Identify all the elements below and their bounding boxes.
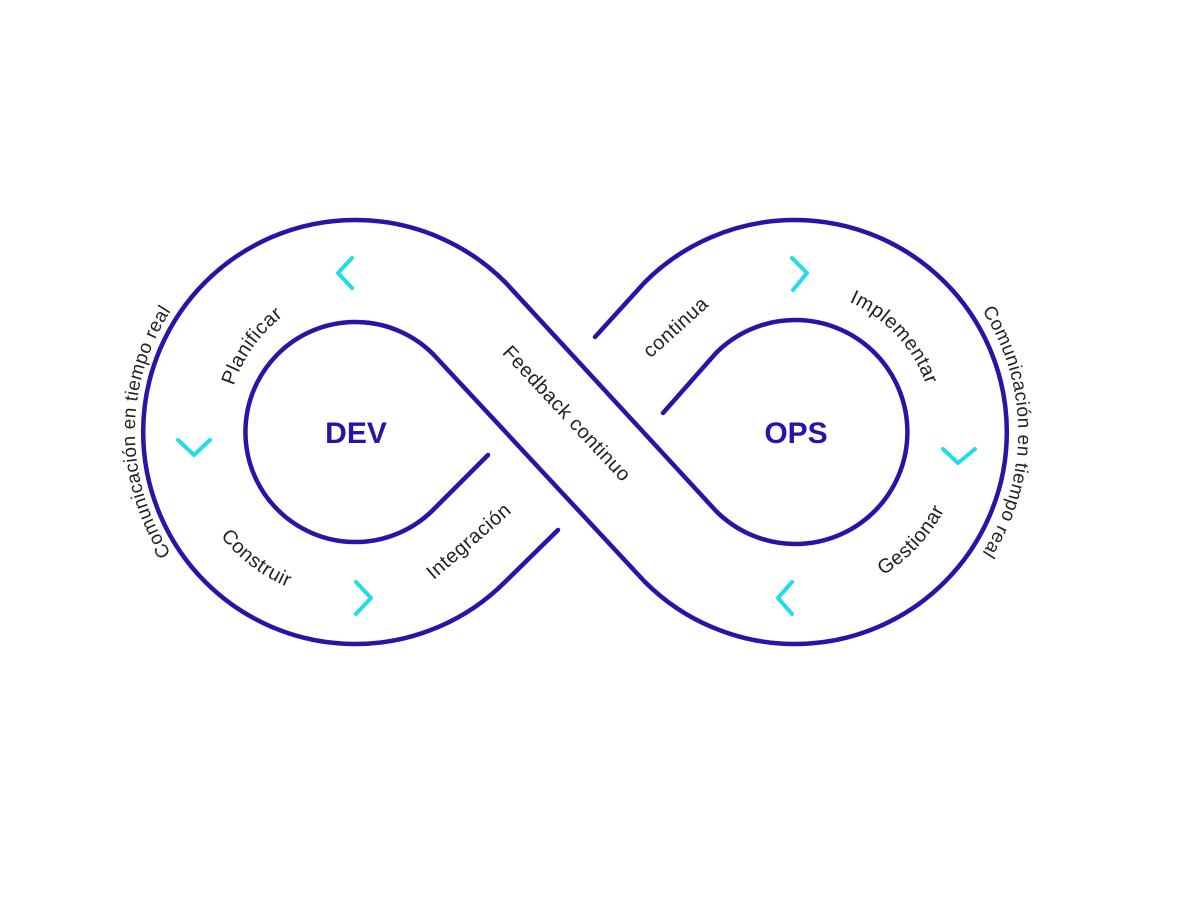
ops-label: OPS <box>764 417 827 450</box>
stage-deploy-label: Implementar <box>847 286 942 387</box>
stage-build-label: Construir <box>217 525 295 592</box>
chevron-left-icon <box>776 580 794 616</box>
stage-feedback-label: Feedback continuo <box>498 341 635 486</box>
stage-manage-label: Gestionar <box>874 501 949 579</box>
infinity-loop-outer-left-inner-right <box>141 217 910 647</box>
stage-manage-text: Gestionar <box>874 501 949 579</box>
dev-label: DEV <box>325 417 387 450</box>
chevron-right-icon <box>790 256 809 292</box>
stage-plan-label: Planificar <box>218 303 287 388</box>
chevron-down-icon <box>941 447 977 465</box>
left-side-label: Comunicación en tiempo real <box>119 302 175 562</box>
chevron-left-icon <box>336 256 354 290</box>
chevron-right-icon <box>354 580 373 616</box>
chevron-down-icon <box>176 438 212 457</box>
stage-continuous-label: continua <box>639 292 713 362</box>
stage-integration-label: Integración <box>422 499 515 584</box>
stage-deploy-text: Implementar <box>847 286 942 387</box>
stage-build-text: Construir <box>217 525 295 592</box>
stage-plan-text: Planificar <box>218 303 286 388</box>
infinity-loop-inner-left-outer-right <box>243 217 1009 647</box>
left-side-text: Comunicación en tiempo real <box>119 302 175 562</box>
